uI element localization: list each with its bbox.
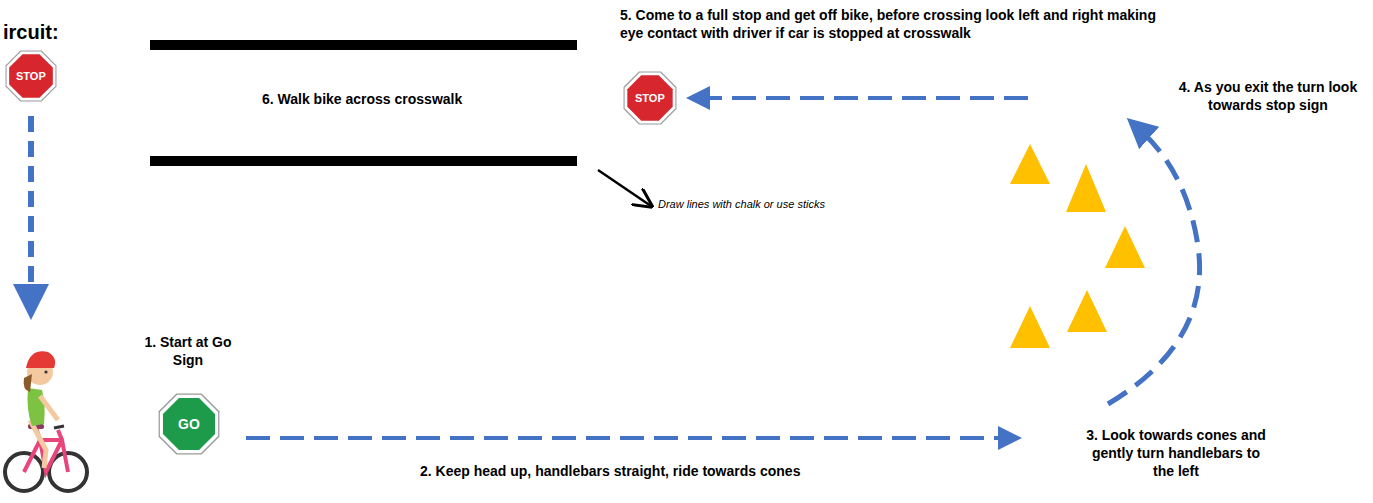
sign-text: GO	[178, 416, 200, 432]
diagram-title: ircuit:	[3, 20, 59, 44]
cones	[1010, 144, 1145, 348]
traffic-sign: GO	[158, 393, 220, 455]
crosswalk-line	[150, 40, 577, 50]
sign-text: STOP	[16, 70, 46, 83]
path-arrow	[28, 116, 34, 302]
crosswalk-line	[150, 156, 577, 166]
sign-text: STOP	[635, 92, 665, 105]
step-label: 2. Keep head up, handlebars straight, ri…	[420, 462, 800, 480]
leader-line	[598, 170, 651, 206]
step-label: 4. As you exit the turn look towards sto…	[1170, 78, 1366, 114]
path-arrow	[246, 436, 1010, 440]
step-label: Draw lines with chalk or use sticks	[658, 197, 825, 212]
traffic-sign: STOP	[623, 71, 677, 125]
cyclist-illustration	[5, 351, 87, 491]
traffic-sign: STOP	[5, 50, 57, 102]
path-arrow	[698, 96, 1028, 100]
step-label: 3. Look towards cones and gently turn ha…	[1086, 426, 1266, 480]
step-label: 5. Come to a full stop and get off bike,…	[620, 6, 1180, 42]
step-label: 1. Start at Go Sign	[138, 333, 238, 369]
step-label: 6. Walk bike across crosswalk	[262, 90, 462, 108]
